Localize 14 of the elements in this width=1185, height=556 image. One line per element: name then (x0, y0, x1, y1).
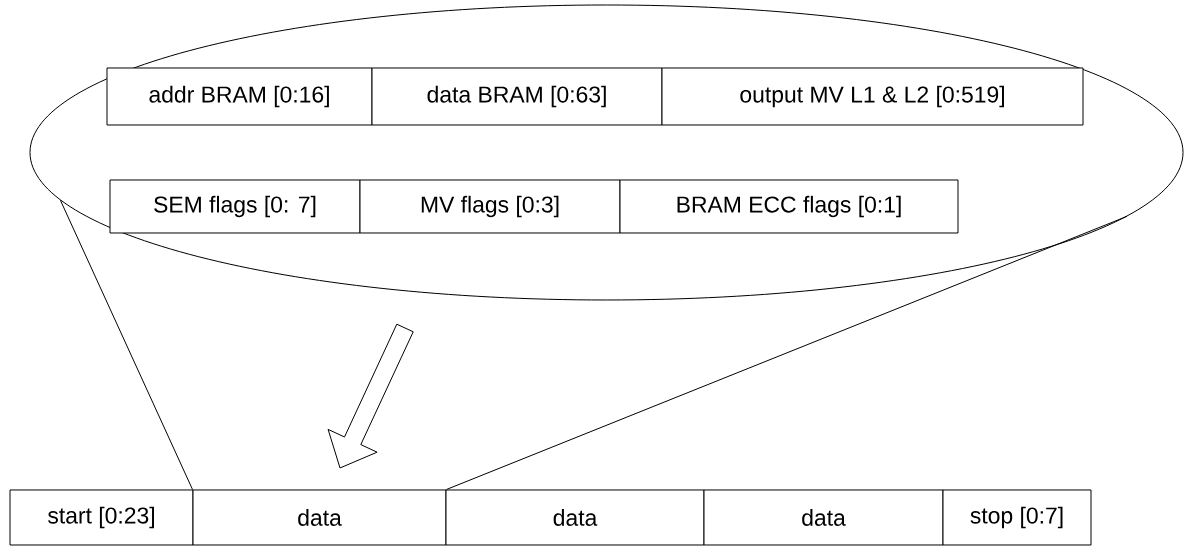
field-box: BRAM ECC flags [0:1] (619, 179, 959, 234)
field-box: start [0:23] (9, 489, 194, 546)
field-box: data (445, 489, 705, 546)
field-box: data BRAM [0:63] (371, 67, 663, 126)
field-box: data (192, 489, 447, 546)
zoom-line (446, 215, 1128, 490)
field-box: addr BRAM [0:16] (106, 67, 373, 126)
field-box: stop [0:7] (942, 489, 1092, 546)
field-box: SEM flags [0: 7] (109, 179, 361, 234)
block-arrow (327, 323, 414, 469)
field-box: data (703, 489, 944, 546)
field-box: output MV L1 & L2 [0:519] (661, 67, 1084, 126)
zoom-line (59, 199, 193, 490)
field-box: MV flags [0:3] (359, 179, 621, 234)
